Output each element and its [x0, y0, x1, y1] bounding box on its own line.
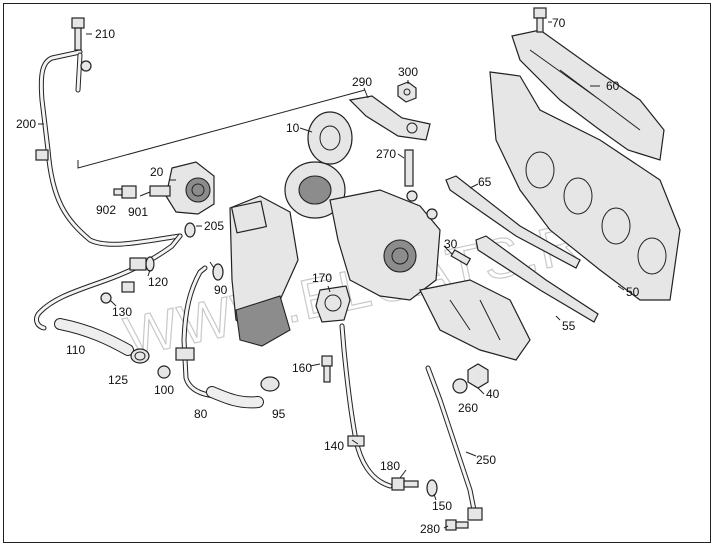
nut-300 — [397, 81, 417, 103]
callout-300: 300 — [398, 65, 418, 79]
heat-shield-60 — [511, 29, 665, 161]
callout-130: 130 — [112, 305, 132, 319]
callout-205: 205 — [204, 219, 224, 233]
bolt-280 — [445, 519, 469, 531]
callout-90: 90 — [214, 283, 228, 297]
nut-100 — [157, 365, 171, 379]
wastegate-actuator-20 — [149, 161, 215, 215]
pipe-fitting-140 — [347, 435, 365, 447]
pipe-bracket-120 — [129, 257, 147, 271]
bolt-130 — [100, 292, 112, 304]
reference-line — [77, 89, 366, 169]
callout-labels: 210 200 20 10 290 300 270 70 60 65 902 9… — [16, 16, 640, 536]
callout-55: 55 — [562, 319, 576, 333]
pipe-bracket-80 — [175, 347, 195, 361]
pipe-250-inner — [426, 366, 476, 512]
hose-clamp-95 — [260, 376, 280, 392]
callout-160: 160 — [292, 361, 312, 375]
callout-150: 150 — [432, 499, 452, 513]
callout-125: 125 — [108, 373, 128, 387]
hose-80-inner — [207, 387, 263, 408]
callout-280: 280 — [420, 522, 440, 536]
gasket-170 — [315, 285, 351, 323]
callout-20: 20 — [150, 165, 164, 179]
callout-110: 110 — [66, 343, 85, 357]
seal-ring-120 — [145, 256, 155, 272]
stud-30 — [450, 249, 472, 266]
manifold-gasket-50 — [489, 71, 681, 301]
callout-40: 40 — [486, 387, 500, 401]
fitting-180 — [391, 477, 419, 491]
seal-ring-90 — [212, 263, 224, 281]
callout-140: 140 — [324, 439, 344, 453]
callout-200: 200 — [16, 117, 36, 131]
bracket-290 — [348, 95, 431, 141]
connector-902 — [113, 185, 137, 199]
pipe-bracket-130 — [121, 281, 135, 293]
callout-901: 901 — [128, 205, 148, 219]
callout-180: 180 — [380, 459, 400, 473]
callout-30: 30 — [444, 237, 458, 251]
callout-50: 50 — [626, 285, 640, 299]
callout-902: 902 — [96, 203, 116, 217]
callout-270: 270 — [376, 147, 396, 161]
exhaust-manifold — [329, 189, 531, 361]
callout-80: 80 — [194, 407, 208, 421]
leader-lines — [38, 21, 625, 529]
callout-60: 60 — [606, 79, 620, 93]
turbocharger-10 — [229, 111, 353, 347]
callout-95: 95 — [272, 407, 286, 421]
callout-250: 250 — [476, 453, 496, 467]
callout-210: 210 — [95, 27, 115, 41]
seal-ring-205 — [184, 222, 196, 238]
diagram-border — [3, 3, 711, 543]
callout-170: 170 — [312, 271, 332, 285]
bolt-160 — [321, 355, 333, 383]
callout-120: 120 — [148, 275, 168, 289]
callout-260: 260 — [458, 401, 478, 415]
oil-feed-pipe-drop-inner — [76, 53, 82, 92]
nut-40 — [467, 363, 489, 389]
callout-65: 65 — [478, 175, 492, 189]
callout-70: 70 — [552, 16, 566, 30]
washer-260 — [452, 378, 468, 394]
callout-290: 290 — [352, 75, 372, 89]
banjo-bolt-210 — [71, 17, 92, 72]
hose-110-inner — [55, 319, 133, 355]
callout-10: 10 — [286, 121, 300, 135]
bolt-70 — [533, 7, 547, 33]
oil-feed-pipe-200-inner — [39, 50, 182, 246]
seal-ring-150 — [426, 479, 438, 497]
callout-100: 100 — [154, 383, 174, 397]
pipe-end-250 — [467, 507, 483, 521]
hose-clamp-125 — [130, 348, 150, 364]
strap-65 — [445, 175, 581, 269]
pipe-clip-200 — [35, 149, 49, 161]
stud-270 — [404, 149, 414, 187]
strap-55 — [475, 235, 599, 323]
